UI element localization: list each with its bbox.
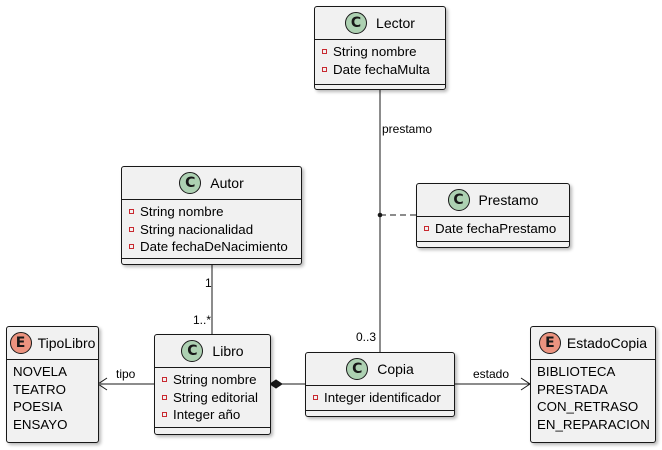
private-visibility-icon	[162, 377, 167, 383]
enum-value: CON_RETRASO	[537, 399, 639, 415]
enum-value: PRESTADA	[537, 381, 608, 397]
class-c-icon: C	[181, 340, 204, 362]
private-visibility-icon	[129, 226, 134, 232]
prestamo-association-label: prestamo	[382, 122, 433, 136]
enum-value: ENSAYO	[13, 416, 68, 432]
class-name: Prestamo	[478, 192, 539, 208]
composition-diamond	[269, 379, 283, 389]
private-visibility-icon	[129, 209, 134, 215]
enum-estadocopia[interactable]: E EstadoCopia BIBLIOTECA PRESTADA CON_RE…	[530, 326, 656, 443]
class-name: Copia	[377, 361, 414, 377]
attribute-row: Date fechaPrestamo	[417, 220, 569, 238]
copia-multiplicity-label: 0..3	[356, 330, 377, 344]
association-junction-dot	[377, 212, 383, 218]
class-lector[interactable]: C Lector String nombre Date fechaMulta	[314, 6, 446, 90]
private-visibility-icon	[322, 66, 327, 72]
attribute-text: Date fechaDeNacimiento	[140, 239, 288, 255]
attribute-row: Integer identificador	[306, 389, 454, 407]
attribute-row: Date fechaMulta	[315, 61, 445, 79]
attribute-text: String nombre	[173, 372, 257, 388]
enum-value: POESIA	[13, 399, 63, 415]
attribute-row: Date fechaDeNacimiento	[122, 238, 301, 256]
libro-multiplicity-label: 1..*	[193, 313, 212, 327]
enum-name: EstadoCopia	[566, 335, 648, 351]
attribute-text: String nombre	[140, 204, 224, 220]
enum-e-icon: E	[538, 332, 561, 354]
attribute-row: String editorial	[155, 389, 270, 407]
private-visibility-icon	[129, 244, 134, 250]
class-name: Autor	[210, 175, 244, 191]
class-c-icon: C	[346, 358, 369, 380]
autor-multiplicity-label: 1	[205, 276, 212, 290]
tipo-association-label: tipo	[116, 367, 136, 381]
enum-value: EN_REPARACION	[537, 416, 650, 432]
private-visibility-icon	[162, 412, 167, 418]
attribute-text: Integer identificador	[324, 390, 441, 406]
private-visibility-icon	[313, 395, 318, 401]
enum-value: NOVELA	[13, 364, 67, 379]
attribute-row: String nacionalidad	[122, 221, 301, 239]
enum-name: TipoLibro	[37, 335, 96, 351]
attribute-text: String nacionalidad	[140, 221, 254, 237]
attribute-row: Integer año	[155, 406, 270, 424]
class-prestamo[interactable]: C Prestamo Date fechaPrestamo	[416, 183, 570, 248]
attribute-text: Date fechaMulta	[333, 61, 430, 77]
attribute-text: Integer año	[173, 407, 241, 423]
attribute-text: Date fechaPrestamo	[435, 221, 557, 237]
attribute-row: String nombre	[155, 371, 270, 389]
attribute-text: String editorial	[173, 389, 258, 405]
class-name: Libro	[212, 343, 244, 359]
enum-tipolibro[interactable]: E TipoLibro NOVELA TEATRO POESIA ENSAYO	[6, 326, 99, 443]
private-visibility-icon	[322, 49, 327, 55]
attribute-row: String nombre	[122, 203, 301, 221]
class-c-icon: C	[345, 12, 368, 34]
class-name: Lector	[376, 15, 415, 31]
attribute-row: String nombre	[315, 43, 445, 61]
class-c-icon: C	[179, 172, 202, 194]
class-c-icon: C	[447, 189, 470, 211]
enum-e-icon: E	[9, 332, 32, 354]
attribute-text: String nombre	[333, 44, 417, 60]
enum-value: TEATRO	[13, 381, 66, 397]
estado-association-label: estado	[473, 367, 510, 381]
private-visibility-icon	[424, 226, 429, 232]
private-visibility-icon	[162, 394, 167, 400]
enum-value: BIBLIOTECA	[537, 364, 616, 379]
class-copia[interactable]: C Copia Integer identificador	[305, 352, 455, 417]
class-libro[interactable]: C Libro String nombre String editorial I…	[154, 334, 271, 435]
class-autor[interactable]: C Autor String nombre String nacionalida…	[121, 166, 302, 265]
